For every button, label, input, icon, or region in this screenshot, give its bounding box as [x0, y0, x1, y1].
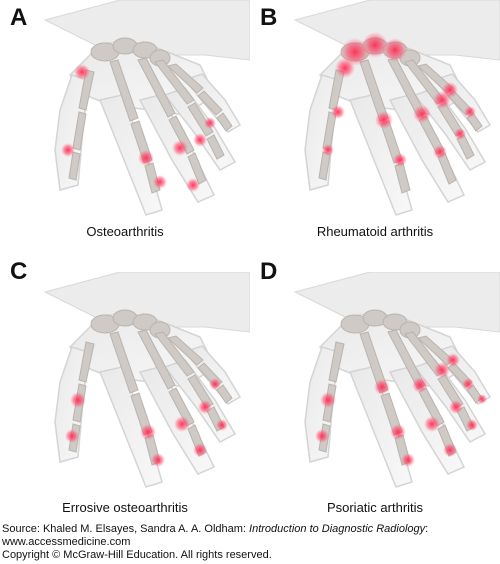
source-suffix: : — [425, 523, 429, 535]
hand-illustration — [44, 0, 250, 216]
panel-caption: Osteoarthritis — [86, 224, 164, 239]
hand-illustration — [294, 0, 500, 216]
panel-b: B Rheumatoid arthritis — [250, 0, 500, 258]
panel-letter: D — [260, 258, 278, 285]
source-title: Introduction to Diagnostic Radiology — [249, 523, 426, 535]
panel-d: D Psoriatic arthritis — [250, 258, 500, 516]
panel-caption: Rheumatoid arthritis — [316, 224, 434, 239]
inflamed-joints — [65, 378, 228, 467]
source-prefix: Source: Khaled M. Elsayes, Sandra A. A. … — [2, 523, 250, 535]
copyright-line: Copyright © McGraw-Hill Education. All r… — [2, 549, 272, 561]
panel-letter: A — [10, 4, 28, 31]
inflamed-joints — [322, 32, 476, 167]
source-line: Source: Khaled M. Elsayes, Sandra A. A. … — [2, 523, 498, 536]
panel-letter: C — [10, 258, 28, 285]
panel-letter: B — [260, 4, 278, 31]
source-website: www.accessmedicine.com — [2, 536, 131, 548]
hand-illustration — [294, 272, 500, 488]
panel-c: C Errosive osteoarthritis — [0, 258, 250, 516]
panel-caption: Errosive osteoarthritis — [62, 500, 188, 515]
hand-illustration — [44, 272, 250, 488]
inflamed-joints — [61, 64, 216, 192]
panel-caption: Psoriatic arthritis — [326, 500, 424, 515]
panel-a: A Osteoarthritis — [0, 0, 250, 258]
source-credit: Source: Khaled M. Elsayes, Sandra A. A. … — [2, 523, 498, 562]
inflamed-joints — [315, 353, 487, 467]
